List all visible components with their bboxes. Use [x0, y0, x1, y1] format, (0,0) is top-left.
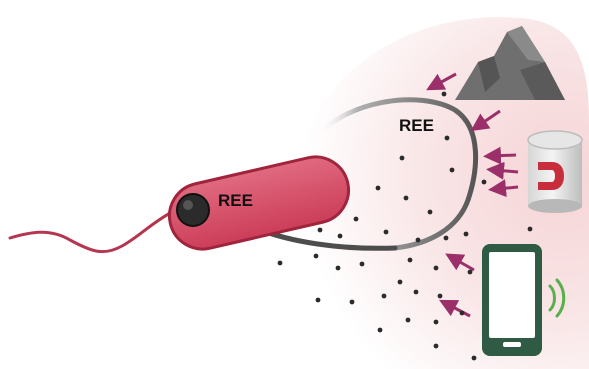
ree-particle	[528, 227, 533, 232]
ree-particle	[336, 266, 341, 271]
inflow-arrow	[495, 170, 518, 172]
ree-particle	[314, 254, 319, 259]
ree-particle	[360, 262, 365, 267]
ree-particle	[278, 261, 283, 266]
inflow-arrow	[497, 187, 518, 189]
ree-particle	[434, 266, 439, 271]
ree-particle	[428, 210, 433, 215]
ree-particle	[376, 186, 381, 191]
magnet-drum-icon	[528, 131, 582, 213]
ree-particle	[444, 236, 449, 241]
ree-particle	[414, 290, 419, 295]
ree-particle	[384, 230, 389, 235]
ree-particle	[450, 168, 455, 173]
ree-particle	[398, 280, 403, 285]
ree-particle	[472, 356, 477, 361]
ree-particle	[442, 92, 447, 97]
ree-particle	[316, 298, 321, 303]
ree-particle	[318, 228, 323, 233]
ree-particle	[445, 136, 450, 141]
inflow-arrow	[492, 155, 516, 156]
ree-label-environment: REE	[399, 116, 434, 135]
ree-particle	[338, 234, 343, 239]
ree-particle	[434, 320, 439, 325]
ree-particle	[406, 318, 411, 323]
ree-particle	[408, 258, 413, 263]
ree-particle	[438, 294, 443, 299]
ree-particle	[382, 294, 387, 299]
ree-particle	[350, 300, 355, 305]
smartphone-icon	[482, 244, 542, 356]
ree-particle	[460, 311, 465, 316]
ree-particle	[468, 270, 473, 275]
ree-label-cell: REE	[218, 191, 253, 210]
ree-particle	[434, 344, 439, 349]
ree-particle	[378, 328, 383, 333]
ree-particle	[464, 232, 469, 237]
intracellular-ree-particle	[177, 194, 209, 226]
ree-particle	[354, 217, 359, 222]
flagellum	[10, 212, 172, 252]
ree-particle	[404, 196, 409, 201]
ree-particle	[482, 180, 487, 185]
ree-particle	[400, 156, 405, 161]
ree-particle	[416, 238, 421, 243]
